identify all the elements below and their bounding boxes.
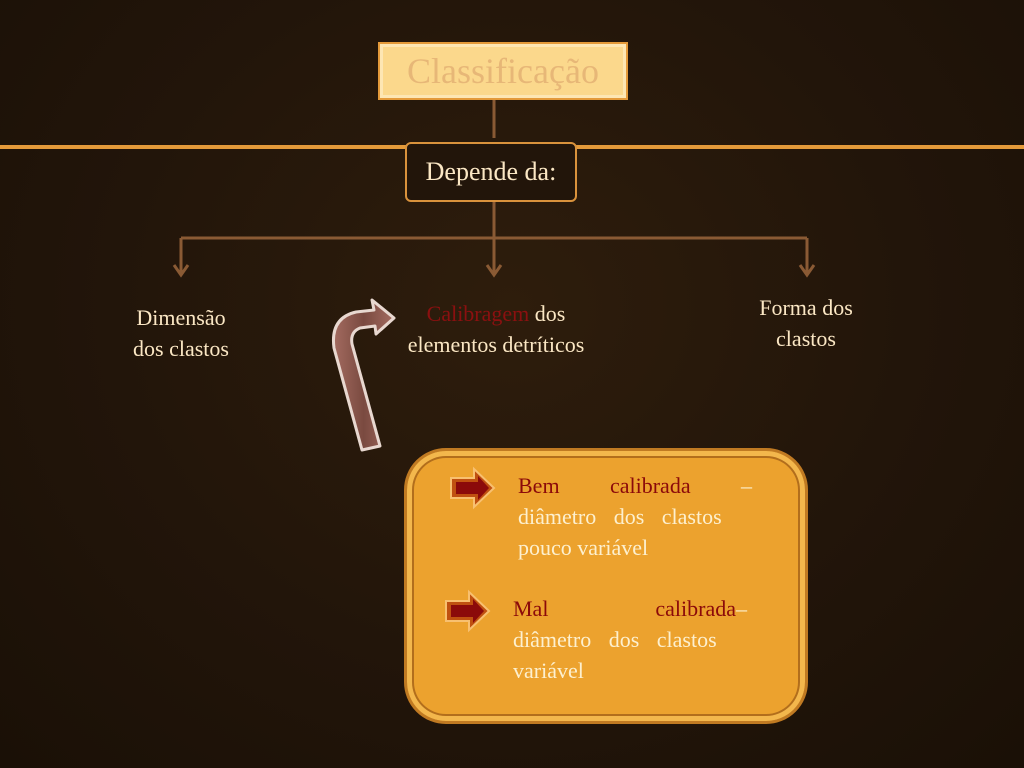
calibragem-highlight: Calibragem — [426, 301, 530, 326]
branch-calibragem: Calibragem dos elementos detríticos — [374, 298, 618, 360]
page-title: Classificação — [407, 51, 599, 91]
arrow-down-icon — [172, 264, 190, 278]
mal-word: Mal — [513, 596, 549, 621]
branch-calibragem-line2: elementos detríticos — [407, 332, 585, 357]
arrow-down-icon — [485, 264, 503, 278]
calibragem-rest: dos — [529, 301, 566, 326]
bem-dash: – — [740, 473, 752, 498]
arrow-right-icon — [450, 466, 496, 510]
mal-dash: – — [736, 596, 747, 621]
branch-forma-line2: clastos — [776, 326, 836, 351]
arrow-down-icon — [798, 264, 816, 278]
bem-desc2: pouco variável — [518, 535, 649, 560]
mal-calibrada-word: calibrada — [655, 596, 736, 621]
branch-forma: Forma dos clastos — [730, 292, 882, 354]
branch-dimensao-line1: Dimensão — [136, 305, 226, 330]
curved-arrow-icon — [331, 298, 396, 452]
center-node-label: Depende da: — [425, 157, 557, 186]
center-node: Depende da: — [405, 142, 577, 202]
branch-dimensao: Dimensão dos clastos — [106, 302, 256, 364]
branch-dimensao-line2: dos clastos — [133, 336, 229, 361]
branch-forma-line1: Forma dos — [759, 295, 853, 320]
bem-word: Bem — [518, 473, 560, 498]
bem-calibrada-word: calibrada — [609, 473, 691, 498]
branch-calibragem-line1: Calibragem dos — [374, 298, 618, 329]
mal-desc1: diâmetro dos clastos — [513, 627, 717, 652]
bem-desc1: diâmetro dos clastos — [518, 504, 722, 529]
title-box: Classificação — [378, 42, 628, 100]
arrow-right-icon — [445, 589, 491, 633]
detail-mal-calibrada: Mal calibrada– diâmetro dos clastos vari… — [513, 593, 747, 686]
mal-desc2: variável — [513, 658, 584, 683]
detail-bem-calibrada: Bem calibrada – diâmetro dos clastos pou… — [518, 470, 752, 563]
